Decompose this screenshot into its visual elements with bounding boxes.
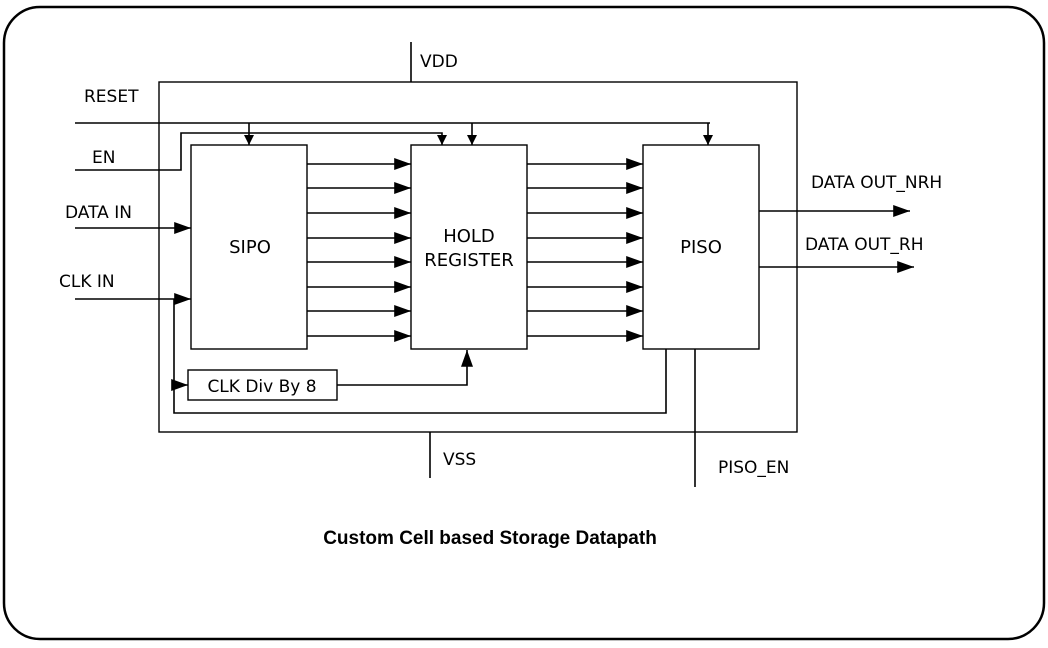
hold-label-line2: REGISTER	[424, 250, 513, 271]
sipo-block	[190, 144, 308, 350]
piso-block	[642, 144, 760, 350]
hold-label-line1: HOLD	[443, 226, 495, 247]
data-in-label: DATA IN	[65, 203, 132, 223]
clk-in-net	[75, 293, 667, 414]
hold-to-piso-bus	[527, 158, 643, 342]
clk-div-label: CLK Div By 8	[207, 377, 316, 397]
data-out-nrh-label: DATA OUT_NRH	[811, 173, 942, 193]
en-net	[75, 132, 447, 171]
sipo-to-hold-bus	[307, 158, 412, 342]
piso-label: PISO	[680, 237, 722, 258]
diagram-caption: Custom Cell based Storage Datapath	[323, 528, 657, 549]
hold-register-block	[410, 144, 528, 350]
sipo-label: SIPO	[229, 237, 271, 258]
en-label: EN	[92, 148, 115, 168]
data-out-rh-label: DATA OUT_RH	[805, 235, 924, 255]
clk-in-label: CLK IN	[59, 272, 115, 292]
clk-div-to-hold	[337, 349, 473, 386]
vss-label: VSS	[443, 450, 476, 470]
reset-label: RESET	[84, 87, 139, 107]
outer-frame	[2, 5, 1046, 641]
piso-en-label: PISO_EN	[718, 458, 789, 478]
reset-net	[75, 122, 713, 145]
vdd-label: VDD	[420, 52, 458, 72]
